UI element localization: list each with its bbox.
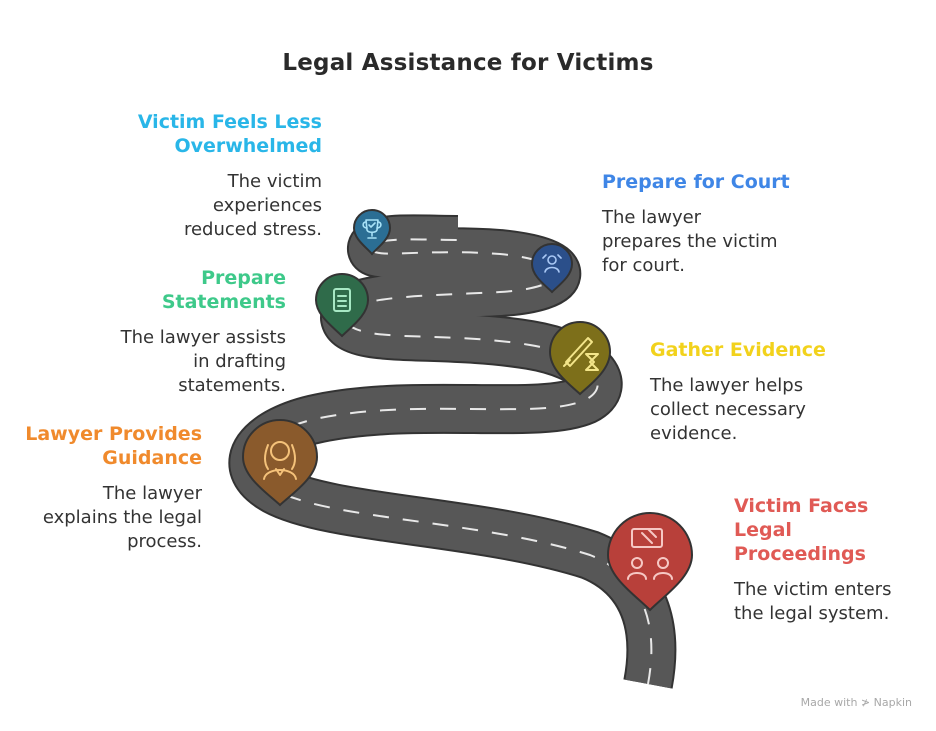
judge-wig-icon	[263, 441, 297, 480]
trophy-icon	[362, 219, 382, 239]
step-title-prepare-statements: Prepare Statements	[161, 267, 286, 313]
step-title-gather-evidence: Gather Evidence	[650, 339, 826, 361]
meeting-gavel-icon	[627, 528, 673, 580]
marker-lawyer-provides-guidance	[241, 419, 319, 507]
step-desc-victim-feels-less-overwhelmed: The victim experiences reduced stress.	[183, 171, 322, 240]
mentor-icon	[542, 254, 562, 273]
marker-gather-evidence	[548, 321, 612, 396]
marker-victim-feels-less-overwhelmed	[352, 209, 392, 256]
marker-prepare-statements	[314, 273, 370, 338]
step-title-prepare-for-court: Prepare for Court	[602, 171, 790, 193]
step-desc-victim-faces-legal-proceedings: The victim enters the legal system.	[734, 579, 892, 624]
step-desc-prepare-for-court: The lawyer prepares the victim for court…	[602, 207, 778, 276]
marker-victim-faces-legal-proceedings	[606, 512, 694, 612]
napkin-watermark: Made with ≯ Napkin	[800, 696, 912, 709]
step-title-lawyer-provides-guidance: Lawyer Provides Guidance	[25, 423, 202, 469]
step-desc-lawyer-provides-guidance: The lawyer explains the legal process.	[42, 483, 202, 552]
step-title-victim-feels-less-overwhelmed: Victim Feels Less Overwhelmed	[137, 111, 322, 157]
marker-prepare-for-court	[530, 243, 574, 294]
document-stack-icon	[333, 288, 351, 312]
step-desc-prepare-statements: The lawyer assists in drafting statement…	[120, 327, 286, 396]
diagram-title: Legal Assistance for Victims	[282, 50, 654, 76]
step-title-victim-faces-legal-proceedings: Victim Faces Legal Proceedings	[734, 495, 869, 565]
quill-hourglass-icon	[563, 337, 599, 371]
step-desc-gather-evidence: The lawyer helps collect necessary evide…	[650, 375, 806, 444]
